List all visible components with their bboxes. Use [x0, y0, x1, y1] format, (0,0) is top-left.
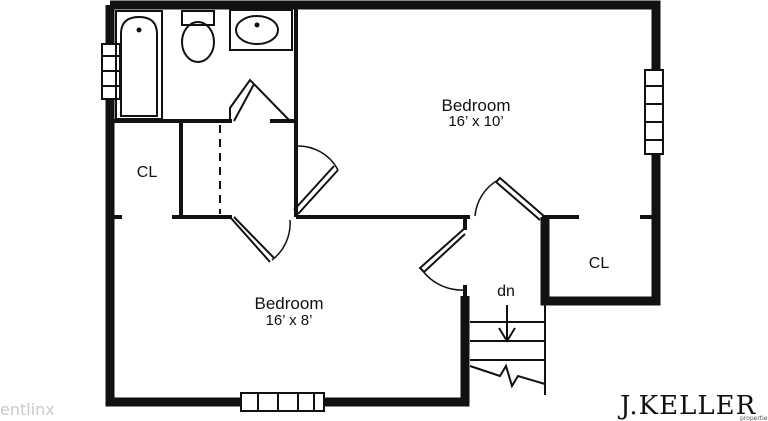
- stairs-down-label: dn: [497, 283, 515, 300]
- lower-bedroom-name: Bedroom: [255, 294, 324, 313]
- stairs: [469, 303, 546, 395]
- upper-bedroom-name: Bedroom: [442, 96, 511, 115]
- right-closet-label: CL: [589, 255, 610, 272]
- toilet-icon: [181, 10, 215, 63]
- window-right: [644, 69, 664, 155]
- doors: [229, 78, 546, 291]
- left-closet-label: CL: [137, 164, 158, 181]
- lower-bedroom-dims: 16’ x 8’: [266, 312, 313, 329]
- brand-logo: J.KELLER properties: [617, 391, 768, 421]
- interior-walls: [112, 5, 654, 300]
- brand-sub: properties: [740, 415, 768, 421]
- windows: [101, 43, 664, 412]
- brand-name: J.KELLER: [617, 391, 757, 421]
- bathtub-icon: [115, 10, 163, 120]
- exterior-walls: [105, 0, 661, 407]
- upper-bedroom-dims: 16’ x 10’: [448, 113, 503, 130]
- window-left: [101, 43, 121, 100]
- watermark-text: entlinx: [0, 400, 55, 419]
- window-bottom: [240, 392, 325, 412]
- bathroom-fixtures: [115, 9, 293, 120]
- sink-icon: [229, 9, 293, 51]
